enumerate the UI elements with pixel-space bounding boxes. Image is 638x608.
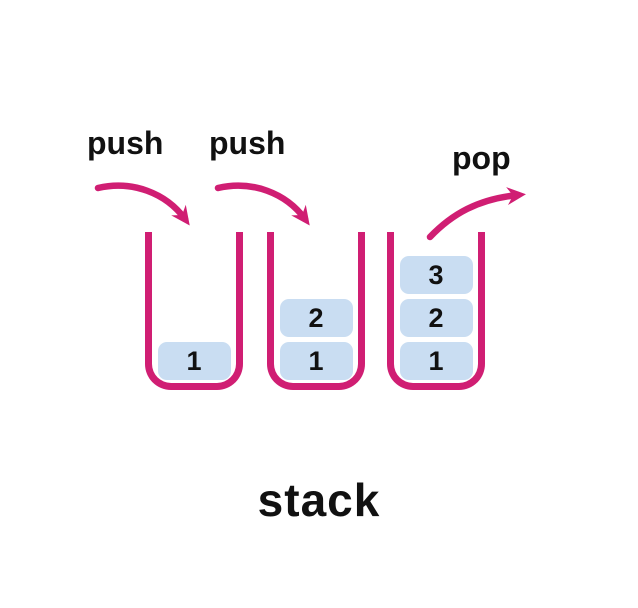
- stack-container-2: 2 1: [267, 232, 365, 390]
- pop-arrow-icon: [426, 187, 526, 241]
- stack-item: 3: [399, 256, 473, 294]
- stack-item: 1: [399, 342, 473, 380]
- push-arrow-1-icon: [94, 182, 190, 226]
- stack-container-1: 1: [145, 232, 243, 390]
- stack-items-3: 3 2 1: [394, 256, 478, 380]
- stack-items-2: 2 1: [274, 299, 358, 380]
- diagram-caption: stack: [257, 474, 381, 526]
- push-label-1: push: [87, 125, 164, 161]
- push-arrow-2-icon: [214, 182, 310, 226]
- stack-item: 2: [399, 299, 473, 337]
- stack-item: 2: [279, 299, 353, 337]
- stack-item: 1: [157, 342, 231, 380]
- stack-container-3: 3 2 1: [387, 232, 485, 390]
- push-label-2: push: [209, 125, 286, 161]
- pop-label: pop: [452, 140, 511, 176]
- stack-items-1: 1: [152, 342, 236, 380]
- stack-item: 1: [279, 342, 353, 380]
